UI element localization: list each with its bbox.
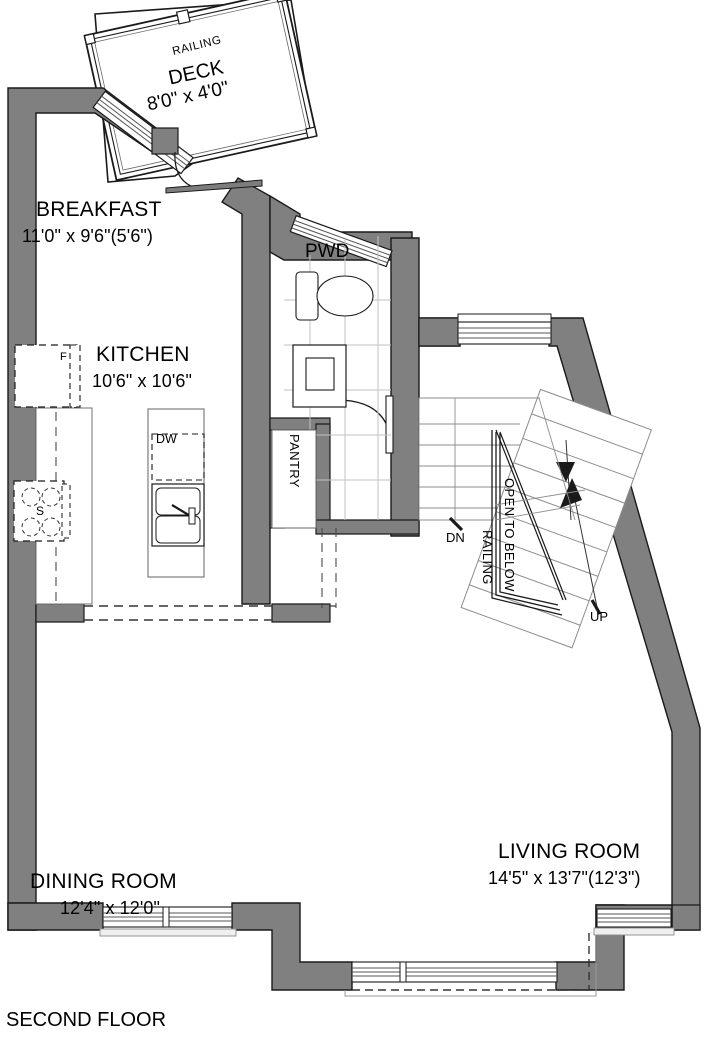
kitchen-room-dimensions: 10'6" x 10'6" [92, 371, 193, 391]
living-room-name: LIVING ROOM [498, 840, 641, 863]
wall-right-bottom [671, 904, 701, 931]
vanity-fixture [292, 344, 347, 408]
wall-hall-bottom [315, 519, 420, 535]
railing-post-icon [275, 0, 288, 3]
stair-railing [491, 429, 567, 616]
railing-post-icon [175, 9, 191, 25]
dining-room-name: DINING ROOM [30, 870, 177, 893]
wall-pantry-right [315, 423, 331, 529]
dining-room-dimensions: 12'4" x 12'0" [60, 898, 161, 918]
exterior-walls [7, 87, 701, 991]
dishwasher-fixture [151, 433, 205, 481]
wall-bottom-step [231, 902, 353, 991]
window-stair-hall [457, 313, 552, 345]
stair-direction-arrows [454, 397, 602, 615]
kitchen-island [147, 408, 205, 578]
arrow-down-icon [556, 462, 575, 482]
living-room-dimensions: 14'5" x 13'7"(12'3") [488, 868, 641, 888]
stove-fixture [13, 480, 71, 542]
wall-breakfast-right [221, 177, 271, 605]
pantry-label: PANTRY [287, 434, 302, 488]
powder-room-name: PWD [305, 241, 350, 262]
wall-kitchen-dining-left-stub [35, 603, 85, 623]
arrow-up-icon [560, 478, 582, 508]
breakfast-room-name: BREAKFAST [36, 198, 162, 221]
window-living-room [593, 908, 675, 936]
wall-kitchen-dining-right-stub [271, 603, 331, 623]
door-deck [151, 127, 263, 194]
powder-room-interior [284, 236, 391, 520]
stair-down-label: DN [446, 530, 465, 545]
sink-fixture [151, 483, 205, 547]
toilet-fixture [295, 271, 374, 321]
refrigerator-label: F [60, 351, 67, 363]
stove-label: S [36, 504, 45, 518]
window-dining-room [99, 906, 237, 937]
window-powder-room [289, 214, 393, 268]
dishwasher-label: DW [156, 432, 177, 446]
kitchen-fixtures [13, 344, 337, 621]
breakfast-room-dimensions: 11'0" x 9'6"(5'6") [22, 226, 154, 246]
stair-up-label: UP [590, 609, 609, 624]
staircase [418, 388, 652, 649]
wall-window-jamb-left [418, 317, 461, 347]
stair-break-mark-down [448, 516, 464, 532]
kitchen-room-name: KITCHEN [96, 343, 190, 366]
wall-pwd-east [390, 237, 420, 537]
window-bay-bottom [344, 931, 597, 997]
railing-post-icon [305, 126, 318, 139]
pantry-closet [271, 429, 317, 529]
floor-plan-title: SECOND FLOOR [6, 1009, 167, 1031]
stair-railing-label: RAILING [480, 530, 495, 585]
stair-break-mark-up [590, 599, 602, 615]
refrigerator-fixture [14, 344, 81, 408]
open-to-below-label: OPEN TO BELOW [502, 478, 517, 592]
cased-opening-kitchen-dining [84, 605, 336, 621]
railing-post-icon [83, 33, 96, 46]
